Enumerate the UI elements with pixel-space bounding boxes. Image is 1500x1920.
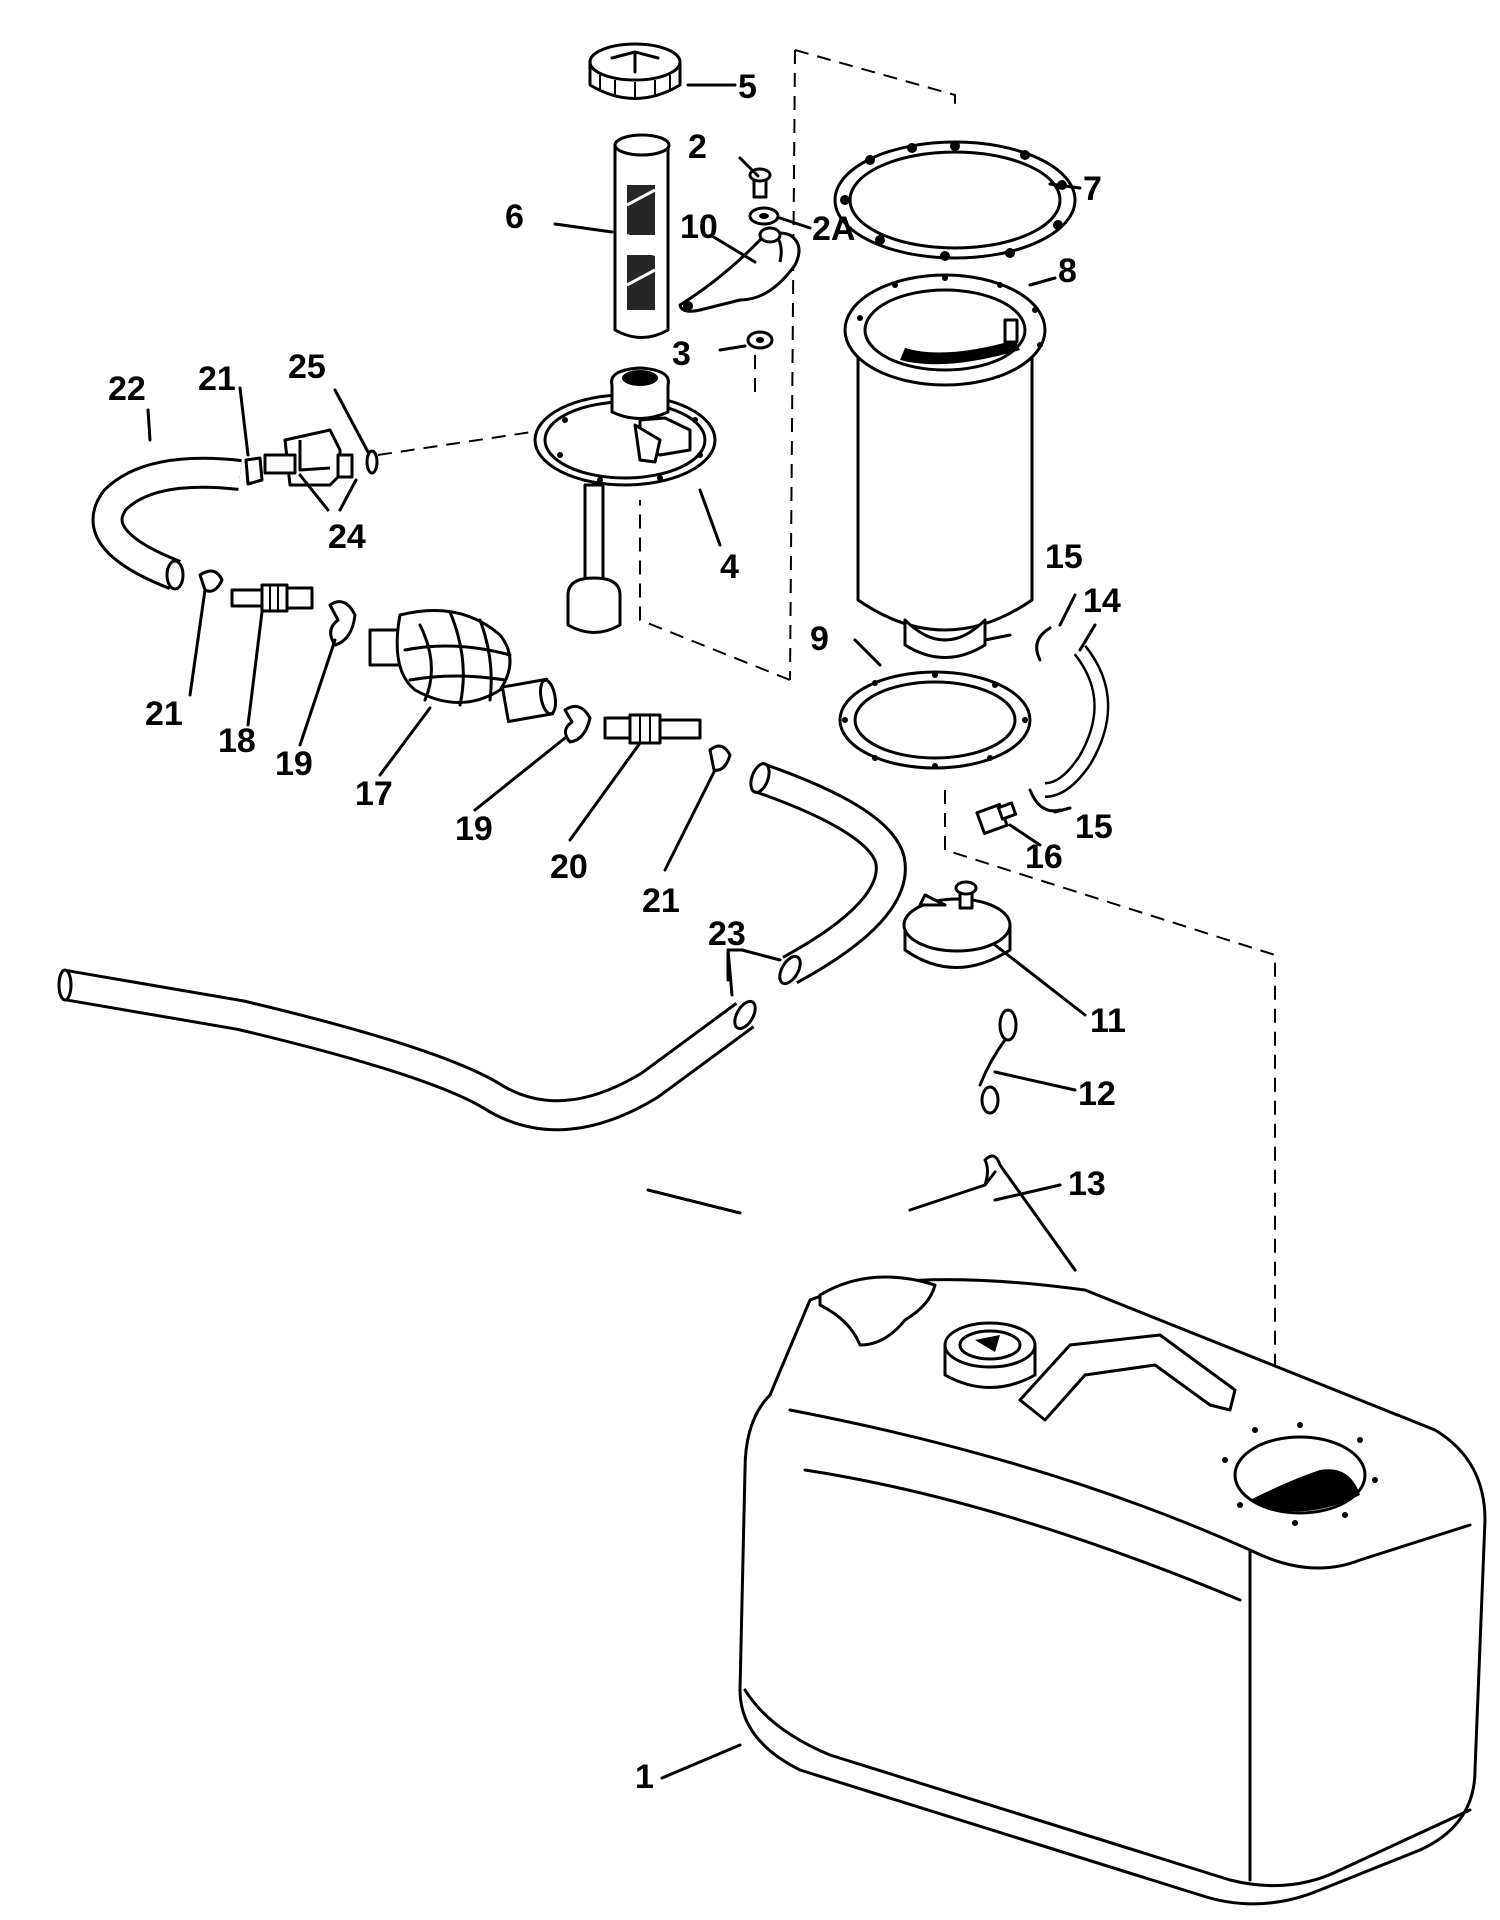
part-5-filler-cap [588, 42, 682, 100]
part-7-gasket [833, 140, 1077, 261]
callout-14: 14 [1083, 582, 1121, 620]
callout-22: 22 [108, 370, 146, 408]
callout-23: 23 [708, 915, 746, 953]
part-10-float-bracket [678, 226, 801, 313]
part-25-o-ring [365, 449, 379, 475]
part-24-connector [263, 428, 354, 487]
callout-12: 12 [1078, 1075, 1116, 1113]
part-4-sending-unit [533, 366, 717, 634]
part-8-canister [843, 273, 1047, 659]
part-23-hose [57, 762, 907, 1132]
callout-9: 9 [810, 620, 829, 658]
callout-1: 1 [635, 1758, 654, 1796]
part-11-vent-cap [902, 880, 1012, 969]
callout-13: 13 [1068, 1165, 1106, 1203]
callout-4: 4 [720, 548, 739, 586]
part-15-clip-top [1035, 626, 1052, 662]
part-2-screw [748, 167, 772, 199]
part-9-gasket [838, 670, 1032, 770]
assembly-dash-lines [377, 49, 1276, 1480]
callout-7: 7 [1083, 170, 1102, 208]
leader-lines [146, 83, 1097, 1215]
callout-2a: 2A [812, 210, 855, 248]
part-14-vent-hose [1044, 645, 1110, 798]
part-13-wire-clip [908, 1154, 1077, 1272]
callout-19-left: 19 [275, 745, 313, 783]
callout-21-top: 21 [198, 360, 236, 398]
part-21-clamp-top [244, 456, 264, 486]
part-1-fuel-tank [738, 1275, 1487, 1906]
callout-15-top: 15 [1045, 538, 1083, 576]
part-18-fitting [230, 583, 314, 613]
part-16-fitting [975, 801, 1018, 835]
callout-2: 2 [688, 128, 707, 166]
callout-21-right: 21 [642, 882, 680, 920]
part-22-hose [91, 456, 242, 591]
callout-20: 20 [550, 848, 588, 886]
callout-17: 17 [355, 775, 393, 813]
callout-18: 18 [218, 722, 256, 760]
callout-16: 16 [1025, 838, 1063, 876]
callout-15-bottom: 15 [1075, 808, 1113, 846]
callout-5: 5 [738, 68, 757, 106]
part-2a-washer [748, 206, 780, 226]
part-19-clamp-left [328, 600, 357, 647]
callout-25: 25 [288, 348, 326, 386]
callout-19-right: 19 [455, 810, 493, 848]
part-3-washer [746, 330, 774, 350]
part-19-clamp-right [563, 704, 592, 744]
callout-11: 11 [1090, 1002, 1126, 1040]
callout-8: 8 [1058, 252, 1077, 290]
callout-21-left: 21 [145, 695, 183, 733]
part-6-filler-strainer [613, 133, 671, 339]
callout-labels: 5 2 2A 6 10 7 8 3 25 21 22 24 4 15 14 9 … [108, 68, 1126, 1796]
callout-6: 6 [505, 198, 524, 236]
part-21-clamp-right [708, 744, 732, 772]
part-21-clamp-left [198, 569, 224, 593]
callout-24: 24 [328, 518, 366, 556]
part-17-primer-bulb [368, 609, 557, 724]
callout-10: 10 [680, 208, 718, 246]
part-12-retainer [978, 1008, 1018, 1115]
part-20-fitting [603, 713, 702, 745]
callout-3: 3 [672, 335, 691, 373]
